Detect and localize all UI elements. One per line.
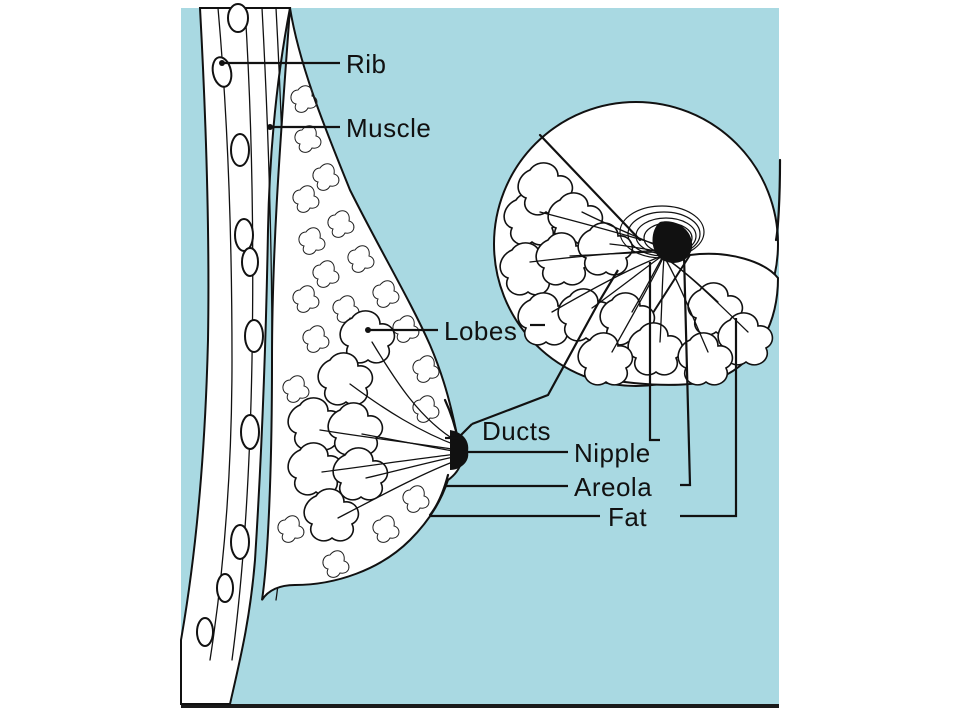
breast-side-view — [261, 7, 469, 601]
leader-lines — [222, 61, 738, 518]
bottom-rule — [181, 704, 779, 708]
label-fat: Fat — [608, 502, 647, 532]
nipple-side — [450, 430, 469, 470]
inset-circle — [493, 101, 782, 387]
label-lobes: Lobes — [444, 316, 517, 346]
label-nipple: Nipple — [574, 438, 651, 468]
label-muscle: Muscle — [346, 113, 431, 143]
ribs — [196, 3, 264, 647]
lobes-side — [287, 310, 396, 542]
label-areola: Areola — [574, 472, 652, 502]
label-ducts: Ducts — [482, 416, 551, 446]
chest-wall — [180, 7, 292, 705]
label-rib: Rib — [346, 49, 387, 79]
ducts-side — [319, 341, 459, 519]
inset-nipple — [652, 221, 693, 263]
